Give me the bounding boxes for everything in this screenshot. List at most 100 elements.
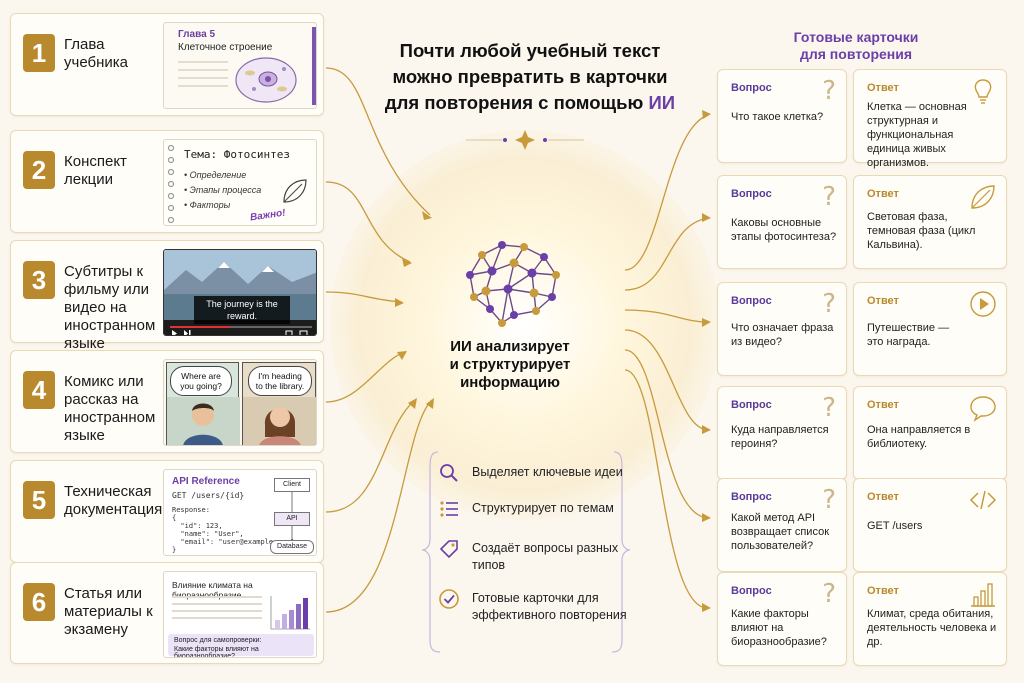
title-ai-highlight: ИИ xyxy=(648,92,676,113)
self-check-question: Какие факторы влияют на биоразнообразие? xyxy=(174,646,259,658)
speech-bubble-2: I'm heading to the library. xyxy=(248,366,312,396)
answer-text: GET /users xyxy=(867,520,923,532)
play-icon xyxy=(970,291,996,317)
book-bookmark xyxy=(312,27,316,105)
question-text: Какие факторы влияют на биоразнообразие? xyxy=(731,608,827,648)
speech-bubble-1: Where are you going? xyxy=(170,366,232,396)
answer-card[interactable]: Ответ GET /users xyxy=(853,478,1007,572)
source-label: Статья или материалы к экзамену xyxy=(64,585,153,638)
leaf-sketch-icon xyxy=(283,179,307,203)
self-check-label: Вопрос для самопроверки: xyxy=(174,637,262,644)
video-thumbnail[interactable]: The journey is the reward. xyxy=(163,249,317,336)
girl-character xyxy=(243,397,316,445)
title-line-1: Почти любой учебный текст xyxy=(399,40,661,61)
feature-text: Выделяет ключевые идеи xyxy=(472,465,623,479)
source-label: Конспект лекции xyxy=(64,153,127,188)
feature-text: Готовые карточки для эффективного повтор… xyxy=(472,591,627,622)
cell-illustration xyxy=(235,57,297,103)
article-title: Влияние климата на биоразнообразие xyxy=(172,580,253,600)
lightbulb-icon xyxy=(974,79,992,104)
question-card[interactable]: Вопрос ? Какие факторы влияют на биоразн… xyxy=(717,572,847,666)
features-list: Выделяет ключевые идеи Структурирует по … xyxy=(430,448,630,648)
answer-label: Ответ xyxy=(867,295,899,307)
question-label: Вопрос xyxy=(731,585,772,597)
book-chapter: Глава 5 xyxy=(178,29,216,40)
question-mark-icon: ? xyxy=(822,485,836,515)
source-card-comic: 4 Комикс или рассказ на иностранном язык… xyxy=(10,350,324,453)
lecture-note: Важно! xyxy=(249,207,287,224)
center-caption-line-2: и структурирует xyxy=(449,356,571,373)
question-card[interactable]: Вопрос ? Куда направляется героиня? xyxy=(717,386,847,480)
source-number: 3 xyxy=(23,261,55,299)
source-number: 2 xyxy=(23,151,55,189)
center-caption-line-3: информацию xyxy=(460,374,560,391)
api-endpoint: GET /users/{id} xyxy=(172,491,245,500)
lecture-item: • Факторы xyxy=(184,200,231,210)
text-line xyxy=(178,77,228,79)
database-box: Database xyxy=(270,540,314,554)
speech-bubble-icon xyxy=(970,396,996,422)
source-number: 5 xyxy=(23,481,55,519)
answer-card[interactable]: Ответ Световая фаза, темновая фаза (цикл… xyxy=(853,175,1007,269)
question-text: Что означает фраза из видео? xyxy=(731,322,834,348)
question-label: Вопрос xyxy=(731,295,772,307)
question-card[interactable]: Вопрос ? Что такое клетка? xyxy=(717,69,847,163)
answer-card[interactable]: Ответ Она направляется в библиотеку. xyxy=(853,386,1007,480)
question-card[interactable]: Вопрос ? Какой метод API возвращает спис… xyxy=(717,478,847,572)
boy-character xyxy=(167,397,240,445)
source-number: 6 xyxy=(23,583,55,621)
answer-text: Световая фаза, темновая фаза (цикл Кальв… xyxy=(867,211,976,251)
flashcards-title-line-2: для повторения xyxy=(799,46,913,62)
ai-brain-icon xyxy=(466,241,560,327)
question-mark-icon: ? xyxy=(822,76,836,106)
answer-text: Клетка — основная структурная и функцион… xyxy=(867,101,967,169)
question-mark-icon: ? xyxy=(822,182,836,212)
answer-label: Ответ xyxy=(867,491,899,503)
source-number: 4 xyxy=(23,371,55,409)
text-line xyxy=(172,596,262,598)
lecture-item: • Определение xyxy=(184,170,247,180)
question-label: Вопрос xyxy=(731,82,772,94)
answer-card[interactable]: Ответ Клетка — основная структурная и фу… xyxy=(853,69,1007,169)
progress-track[interactable] xyxy=(170,326,312,328)
check-circle-icon xyxy=(439,589,459,609)
title-line-3-text: для повторения с помощью xyxy=(384,92,649,113)
textbook-thumbnail: Глава 5 Клеточное строение xyxy=(163,22,317,109)
leaf-icon xyxy=(971,185,995,209)
lecture-item: • Этапы процесса xyxy=(184,185,262,195)
question-label: Вопрос xyxy=(731,399,772,411)
source-label: Субтитры к фильму или видео на иностранн… xyxy=(64,263,156,352)
feature-text: Структурирует по темам xyxy=(472,501,614,515)
text-line xyxy=(178,61,228,63)
lecture-item-text: Определение xyxy=(189,170,247,180)
answer-label: Ответ xyxy=(867,585,899,597)
text-line xyxy=(172,610,262,612)
question-card[interactable]: Вопрос ? Каковы основные этапы фотосинте… xyxy=(717,175,847,269)
source-card-textbook: 1 Глава учебника Глава 5 Клеточное строе… xyxy=(10,13,324,116)
question-text: Что такое клетка? xyxy=(731,111,824,123)
text-line xyxy=(178,69,228,71)
book-subtitle: Клеточное строение xyxy=(178,42,273,53)
lecture-item-text: Факторы xyxy=(189,200,231,210)
title-line-3: для повторения с помощью ИИ xyxy=(380,90,680,116)
answer-label: Ответ xyxy=(867,188,899,200)
mini-bar-chart xyxy=(270,596,310,630)
api-title: API Reference xyxy=(172,476,240,487)
api-docs-thumbnail: API Reference GET /users/{id} Response: … xyxy=(163,469,317,556)
source-card-article: 6 Статья или материалы к экзамену Влияни… xyxy=(10,562,324,664)
question-label: Вопрос xyxy=(731,188,772,200)
question-text: Куда направляется героиня? xyxy=(731,424,829,450)
source-number: 1 xyxy=(23,34,55,72)
question-label: Вопрос xyxy=(731,491,772,503)
client-box: Client xyxy=(274,478,310,492)
text-line xyxy=(172,617,262,619)
progress-fill xyxy=(170,326,230,328)
text-line xyxy=(172,603,262,605)
source-card-docs: 5 Техническая документация API Reference… xyxy=(10,460,324,563)
source-label: Глава учебника xyxy=(64,36,128,71)
api-response: Response: { "id": 123, "name": "User", "… xyxy=(172,506,295,554)
answer-card[interactable]: Ответ Климат, среда обитания, деятельнос… xyxy=(853,572,1007,666)
answer-card[interactable]: Ответ Путешествие — это награда. xyxy=(853,282,1007,376)
question-card[interactable]: Вопрос ? Что означает фраза из видео? xyxy=(717,282,847,376)
list-icon xyxy=(440,501,458,517)
